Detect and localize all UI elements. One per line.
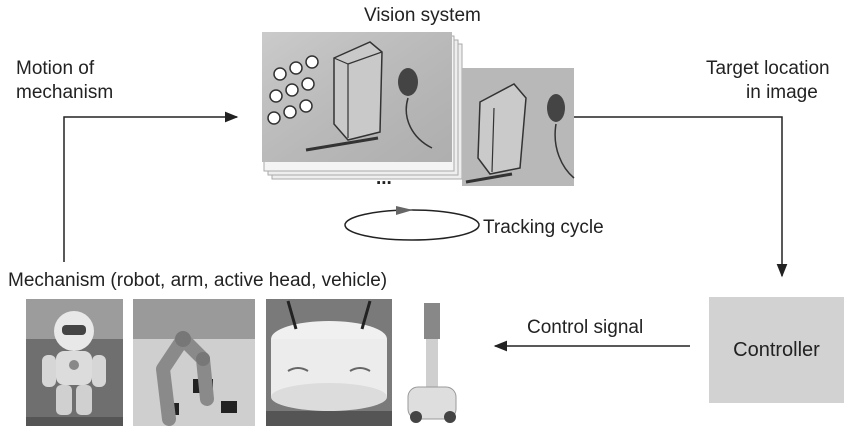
vision-image-stack [262, 32, 575, 186]
controller-box: Controller [709, 297, 844, 403]
motion-label-line2: mechanism [16, 82, 114, 103]
motion-label-line1: Motion of [16, 58, 95, 79]
mechanism-label: Mechanism (robot, arm, active head, vehi… [8, 270, 388, 291]
vehicle-image [400, 299, 466, 426]
humanoid-robot-image [26, 299, 123, 426]
active-head-image [266, 299, 392, 426]
vision-system-label: Vision system [364, 5, 481, 26]
control-signal-label: Control signal [527, 317, 644, 338]
target-label-line2: in image [746, 82, 818, 103]
target-arrow [572, 116, 788, 278]
target-label-line1: Target location [706, 58, 830, 79]
tracking-cycle-icon [344, 206, 480, 241]
controller-label: Controller [733, 338, 820, 361]
motion-arrow [63, 111, 239, 262]
robot-arm-image [133, 299, 255, 426]
tracking-cycle-label: Tracking cycle [483, 217, 604, 238]
